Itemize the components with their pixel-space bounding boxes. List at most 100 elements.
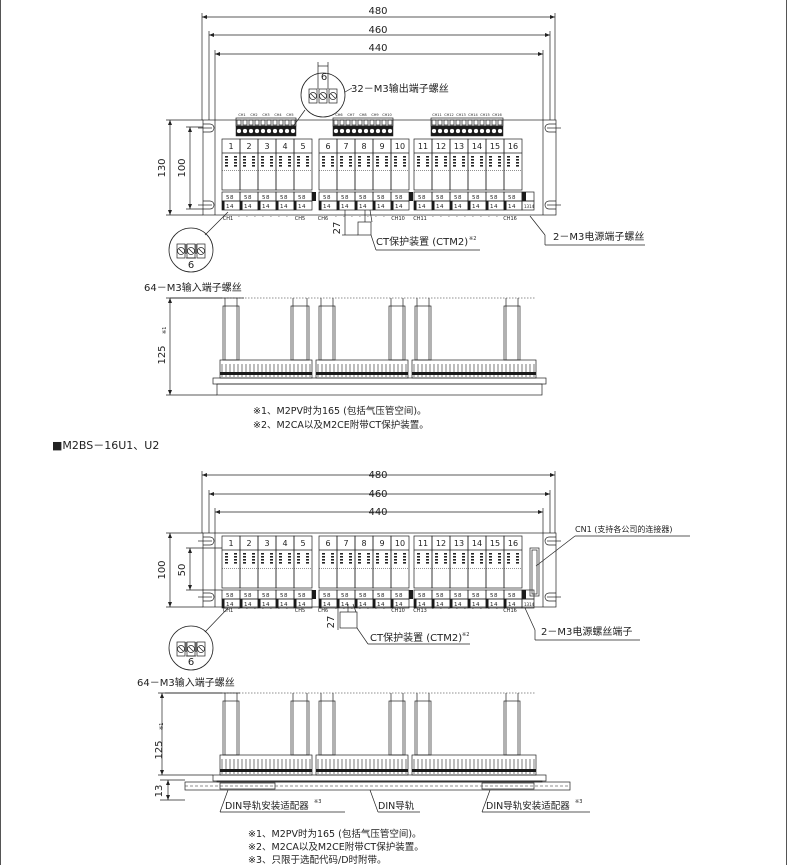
relay-number: 9: [379, 142, 384, 151]
output-screw-icon: [236, 128, 242, 134]
terminal-label: 8: [440, 593, 444, 599]
relay-pin-mark: [288, 159, 291, 161]
screw-slot: [178, 646, 184, 652]
output-terminal-cell: [242, 119, 248, 126]
screw-icon: [187, 645, 195, 653]
channel-label: CH11: [413, 216, 427, 222]
output-terminal-cell: [443, 119, 449, 126]
terminal-label: 5: [436, 593, 440, 599]
ct-leader: [370, 234, 377, 251]
terminal-label: 1: [359, 204, 363, 210]
channel-dots: ·: [383, 606, 385, 613]
output-terminal-cell: [357, 119, 363, 126]
output-terminal-cell: [467, 119, 473, 126]
terminal-label: 5: [454, 195, 458, 201]
relay-pin-mark: [225, 159, 228, 161]
mounting-slot-right: [544, 200, 556, 210]
channel-dots: ·: [262, 214, 264, 221]
output-terminal-cell: [272, 119, 278, 126]
terminal-dark-mark: [319, 599, 322, 608]
screw-icon: [197, 247, 205, 255]
terminal-label: 4: [440, 204, 444, 210]
din-rail-label: DIN导轨: [378, 800, 415, 812]
input-pitch-dim-2: 6: [188, 657, 194, 668]
relay-pin-mark: [270, 159, 273, 161]
relay-pin-mark: [234, 562, 237, 564]
terminal-label: 1: [490, 602, 494, 608]
terminal-label: 4: [230, 204, 234, 210]
relay-pin-mark: [376, 162, 379, 164]
relay-pin-mark: [426, 156, 429, 158]
relay-pin-mark: [358, 156, 361, 158]
relay-pin-mark: [306, 559, 309, 561]
relay-pin-mark: [385, 159, 388, 161]
terminal-label: 8: [363, 593, 367, 599]
mounting-slot-right: [544, 536, 556, 546]
channel-dots: ·: [488, 606, 490, 613]
terminal-label: 1: [472, 204, 476, 210]
side-terminal-strip: [220, 372, 312, 375]
channel-dots: ·: [375, 214, 377, 221]
terminal-label: 1: [323, 204, 327, 210]
ct-dim: 27: [332, 222, 343, 235]
side-relay-body: [222, 305, 240, 361]
relay-pin-mark: [243, 156, 246, 158]
relay-number: 13: [454, 539, 464, 548]
relay-pin-mark: [252, 156, 255, 158]
relay-pin-mark: [385, 162, 388, 164]
relay-pin-mark: [243, 159, 246, 161]
relay-pin-mark: [453, 559, 456, 561]
section-title: ■M2BS－16U1、U2: [52, 439, 159, 452]
relay-module: [390, 535, 410, 589]
screw-slot: [188, 646, 194, 652]
ct-protector-box-2: [339, 611, 358, 629]
relay-pin-mark: [279, 165, 282, 167]
relay-pin-mark: [480, 553, 483, 555]
note-2-2: ※2、M2CA以及M2CE附带CT保护装置。: [248, 841, 424, 853]
output-terminal-callout-terminal: [328, 88, 338, 104]
relay-pin-mark: [435, 162, 438, 164]
side-relay-body: [503, 700, 521, 756]
side-base-plate: [212, 774, 547, 782]
mounting-slot-left: [203, 536, 215, 546]
input-terminal-callout-terminal: [196, 243, 206, 259]
relay-number: 2: [246, 142, 251, 151]
relay-pin-mark: [426, 562, 429, 564]
terminal-label: 8: [458, 593, 462, 599]
relay-pin-mark: [385, 559, 388, 561]
relay-number: 4: [282, 142, 287, 151]
relay-pin-mark: [225, 156, 228, 158]
relay-pin-mark: [453, 556, 456, 558]
output-screw-icon: [351, 128, 357, 134]
relay-number: 11: [418, 142, 428, 151]
relay-pin-mark: [453, 165, 456, 167]
relay-pin-mark: [322, 559, 325, 561]
output-terminal-cell: [266, 119, 272, 126]
terminal-label: 4: [266, 602, 270, 608]
terminal-label: 5: [359, 593, 363, 599]
relay-pin-mark: [471, 159, 474, 161]
relay-pin-mark: [403, 553, 406, 555]
screw-slot: [198, 646, 204, 652]
output-terminal-label: 32－M3输出端子螺丝: [351, 82, 449, 95]
terminal-label: 1: [508, 204, 512, 210]
input-terminal-callout-terminal: [176, 243, 186, 259]
relay-pin-mark: [480, 162, 483, 164]
dim-side-height-note-2: ※1: [159, 723, 165, 730]
relay-pin-mark: [453, 159, 456, 161]
terminal-label: 4: [248, 602, 252, 608]
output-terminal-cell: [455, 119, 461, 126]
terminal-label: 1: [244, 204, 248, 210]
terminal-label: 5: [262, 195, 266, 201]
channel-dots: ·: [456, 214, 458, 221]
terminal-label: 4: [345, 602, 349, 608]
terminal-label: 8: [422, 195, 426, 201]
relay-pin-mark: [376, 562, 379, 564]
relay-pin-mark: [349, 556, 352, 558]
terminal-label: 5: [262, 593, 266, 599]
input-pitch-dim: 6: [188, 260, 194, 271]
dim-rail-height: 13: [154, 785, 165, 798]
output-screw-icon: [387, 128, 393, 134]
output-channel-label: CH8: [359, 113, 366, 117]
output-screw-icon: [284, 128, 290, 134]
